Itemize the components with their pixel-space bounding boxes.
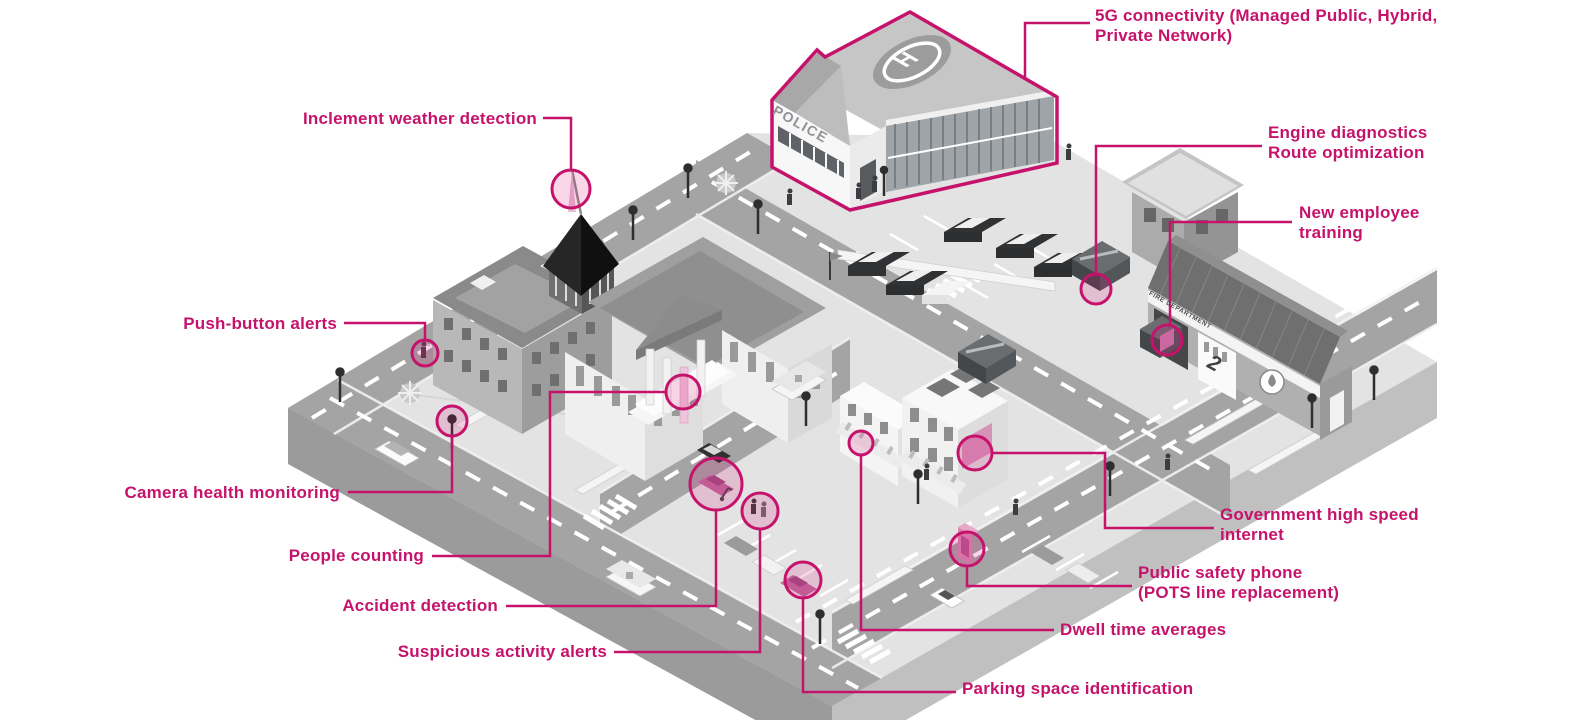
callout-line-accident-detection: [506, 511, 718, 608]
callout-circle-suspicious-activity: [740, 491, 780, 531]
callout-circle-government-internet: [956, 434, 994, 472]
label-camera-health: Camera health monitoring: [124, 483, 340, 502]
label-new-employee: New employee training: [1299, 203, 1420, 242]
clock-tower: [543, 169, 619, 314]
flag-pole: [829, 252, 843, 280]
street-lamps: [335, 163, 1379, 644]
parking-highlight-car: [780, 575, 817, 597]
label-people-counting: People counting: [288, 546, 424, 565]
callout-circle-camera-health: [435, 404, 469, 438]
vehicles: [374, 218, 1182, 609]
fire-trucks: [958, 241, 1182, 384]
callout-circle-new-employee: [1150, 323, 1184, 357]
callout-circle-people-counting: [664, 373, 702, 411]
courthouse-pediment: [636, 295, 722, 350]
label-inclement-weather: Inclement weather detection: [302, 109, 537, 128]
accident-car: [698, 475, 734, 502]
callout-circle-accident-detection: [688, 456, 744, 512]
label-engine-diagnostics: Engine diagnostics Route optimization: [1268, 123, 1428, 162]
callout-line-people-counting: [432, 390, 665, 558]
callout-circle-dwell-time: [847, 429, 875, 457]
callout-line-push-button: [344, 321, 427, 339]
callout-line-camera-health: [348, 437, 454, 494]
callout-line-new-employee: [1168, 220, 1292, 324]
helipad: [873, 34, 951, 90]
callout-line-parking-space: [801, 599, 956, 694]
label-accident-detection: Accident detection: [342, 596, 498, 615]
callout-line-suspicious-activity: [614, 530, 762, 654]
label-push-button-alerts: Push-button alerts: [183, 314, 337, 333]
label-parking-space: Parking space identification: [962, 679, 1194, 698]
label-public-safety-phone: Public safety phone (POTS line replaceme…: [1138, 563, 1340, 602]
callout-line-dwell-time: [859, 456, 1054, 632]
callout-line-inclement-weather: [543, 116, 573, 169]
label-dwell-time: Dwell time averages: [1060, 620, 1227, 639]
callout-circles: [410, 168, 1184, 600]
callout-line-public-safety-phone: [965, 567, 1132, 588]
police-building-outline: [770, 10, 1059, 212]
government-internet-wall: [962, 423, 992, 469]
callout-line-government-internet: [993, 451, 1214, 530]
people: [421, 143, 1171, 517]
fire-station-building: [1122, 148, 1352, 440]
label-government-internet: Government high speed internet: [1220, 505, 1419, 544]
callout-line-engine-diagnostics: [1094, 144, 1262, 273]
benches: [454, 249, 1331, 605]
callout-line-5g-connectivity: [1023, 21, 1090, 80]
callout-circle-public-safety-phone: [948, 530, 986, 568]
callout-circle-parking-space: [783, 560, 823, 600]
callout-lines: [344, 10, 1292, 694]
callout-circle-push-button: [410, 338, 440, 368]
shop-buildings: [836, 364, 1008, 508]
label-5g-connectivity: 5G connectivity (Managed Public, Hybrid,…: [1095, 6, 1438, 45]
callout-circle-inclement-weather: [550, 168, 592, 210]
callout-circle-engine-diagnostics: [1079, 272, 1113, 306]
police-station-building: [772, 14, 1057, 210]
label-suspicious-activity: Suspicious activity alerts: [397, 642, 607, 661]
trees: [398, 171, 738, 405]
people-counting-column: [679, 366, 689, 424]
